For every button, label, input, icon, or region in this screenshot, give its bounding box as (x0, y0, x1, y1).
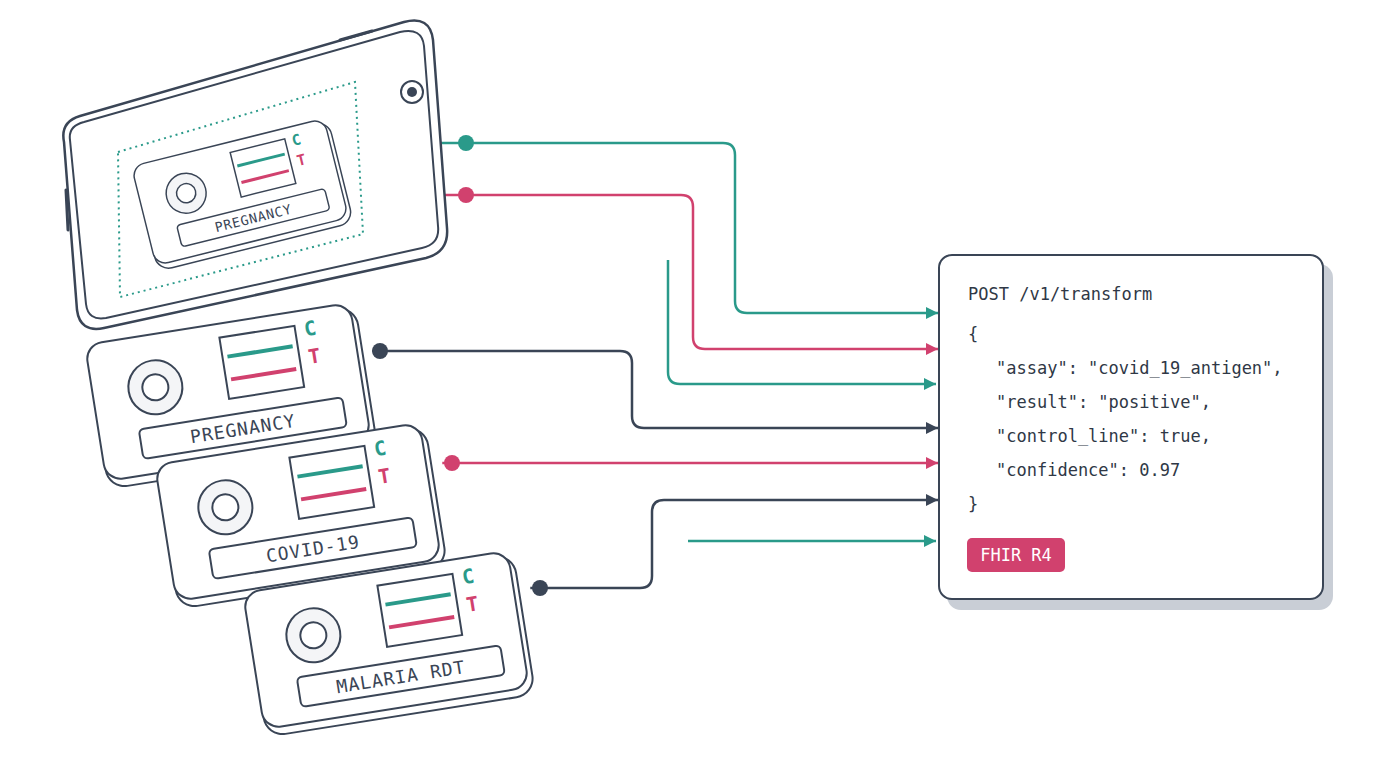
sample-well-inner (297, 619, 329, 651)
phone-button (66, 190, 68, 230)
line-letter: T (377, 463, 393, 489)
test-line (231, 367, 297, 381)
line-letter: T (295, 150, 308, 169)
phone-camera (407, 87, 417, 97)
connector-dot (372, 343, 388, 359)
sample-well (123, 355, 187, 419)
json-line: "confidence": 0.97 (996, 460, 1180, 480)
phone-edge (70, 31, 438, 318)
line-letter: C (302, 316, 318, 342)
line-letter: C (372, 436, 388, 462)
connector-arrow (442, 462, 938, 465)
request-line: POST /v1/transform (968, 284, 1152, 304)
json-line: "result": "positive", (996, 392, 1211, 412)
scan-frame (118, 82, 363, 297)
json-line: "assay": "covid_19_antigen", (996, 358, 1283, 378)
sample-well (161, 168, 211, 218)
line-letter: C (290, 130, 303, 149)
connector-dot (458, 187, 474, 203)
test-cassette: CT PREGNANCY (131, 118, 350, 267)
control-line (237, 153, 285, 168)
connector-arrow (530, 500, 938, 588)
api-box: POST /v1/transform { "assay": "covid_19_an… (938, 254, 1324, 600)
phone-camera (401, 81, 423, 103)
json-line: } (968, 494, 978, 514)
badge-label: FHIR R4 (980, 545, 1052, 565)
line-letter: T (307, 343, 323, 369)
connector-dot (458, 135, 474, 151)
result-window (229, 138, 296, 198)
sample-well-inner (209, 491, 241, 523)
test-line (301, 487, 367, 501)
phone-button (340, 31, 372, 40)
loose-arrow (688, 540, 936, 543)
control-line (385, 592, 451, 606)
test-name: COVID-19 (264, 530, 361, 566)
result-window (218, 325, 305, 400)
loose-arrow (668, 260, 936, 384)
line-letter: C (460, 564, 476, 590)
phone-body (63, 20, 447, 328)
result-window (288, 445, 375, 520)
control-line (227, 344, 293, 358)
connector-arrow (372, 351, 938, 428)
test-line (241, 169, 289, 184)
test-name: PREGNANCY (213, 201, 293, 235)
connector-dot (532, 580, 548, 596)
json-line: { (968, 324, 978, 344)
test-name: PREGNANCY (189, 409, 298, 446)
sample-well-inner (174, 181, 199, 206)
test-line (389, 615, 455, 629)
connector-dot (444, 455, 460, 471)
sample-well (193, 475, 257, 539)
line-letter: T (465, 591, 481, 617)
control-line (297, 464, 363, 478)
json-line: "control_line": true, (996, 426, 1211, 446)
format-badge: FHIR R4 (967, 538, 1065, 572)
test-name: MALARIA RDT (335, 656, 467, 697)
result-window (376, 573, 463, 648)
sample-well (281, 603, 345, 667)
sample-well-inner (139, 371, 171, 403)
